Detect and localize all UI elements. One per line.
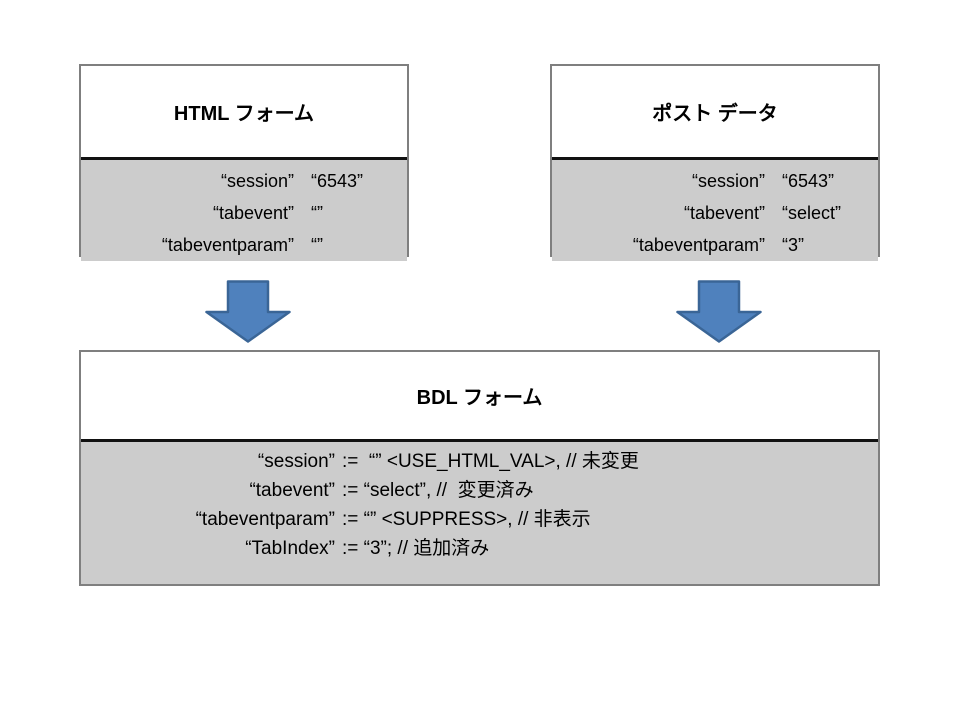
- field-name: “tabeventparam”: [195, 509, 335, 530]
- html-form-rows: “session” “6543” “tabevent” “” “tabevent…: [81, 160, 407, 261]
- field-value: “6543”: [311, 171, 364, 191]
- field-value: “”: [311, 235, 323, 255]
- field-name: “session”: [691, 171, 765, 191]
- down-arrow-icon: [676, 280, 762, 343]
- post-data-box-body: “session” “6543” “tabevent” “select” “ta…: [552, 160, 878, 261]
- down-arrow-icon: [205, 280, 291, 343]
- post-data-box-title: ポスト データ: [552, 66, 878, 160]
- field-value: := “” <USE_HTML_VAL>, // 未変更: [342, 451, 639, 472]
- field-name: “session”: [257, 451, 335, 472]
- field-name: “TabIndex”: [245, 538, 335, 559]
- bdl-form-rows: “session” := “” <USE_HTML_VAL>, // 未変更 “…: [81, 442, 878, 563]
- field-name: “session”: [220, 171, 294, 191]
- bdl-form-box-body: “session” := “” <USE_HTML_VAL>, // 未変更 “…: [81, 442, 878, 584]
- field-value: “”: [311, 203, 323, 223]
- html-form-box: HTML フォーム “session” “6543” “tabevent” “”…: [79, 64, 409, 261]
- field-value: := “” <SUPPRESS>, // 非表示: [342, 509, 591, 530]
- field-value: := “3”; // 追加済み: [342, 538, 490, 559]
- field-name: “tabeventparam”: [632, 235, 765, 255]
- field-name: “tabevent”: [212, 203, 294, 223]
- field-name: “tabevent”: [683, 203, 765, 223]
- bdl-form-box-title: BDL フォーム: [81, 352, 878, 442]
- field-value: := “select”, // 変更済み: [342, 480, 534, 501]
- field-value: “3”: [782, 235, 804, 255]
- post-data-box: ポスト データ “session” “6543” “tabevent” “sel…: [550, 64, 880, 261]
- field-value: “select”: [782, 203, 842, 223]
- field-value: “6543”: [782, 171, 835, 191]
- field-name: “tabeventparam”: [161, 235, 294, 255]
- field-name: “tabevent”: [249, 480, 335, 501]
- bdl-form-box: BDL フォーム “session” := “” <USE_HTML_VAL>,…: [79, 350, 880, 586]
- html-form-box-body: “session” “6543” “tabevent” “” “tabevent…: [81, 160, 407, 261]
- html-form-box-title: HTML フォーム: [81, 66, 407, 160]
- post-data-rows: “session” “6543” “tabevent” “select” “ta…: [552, 160, 878, 261]
